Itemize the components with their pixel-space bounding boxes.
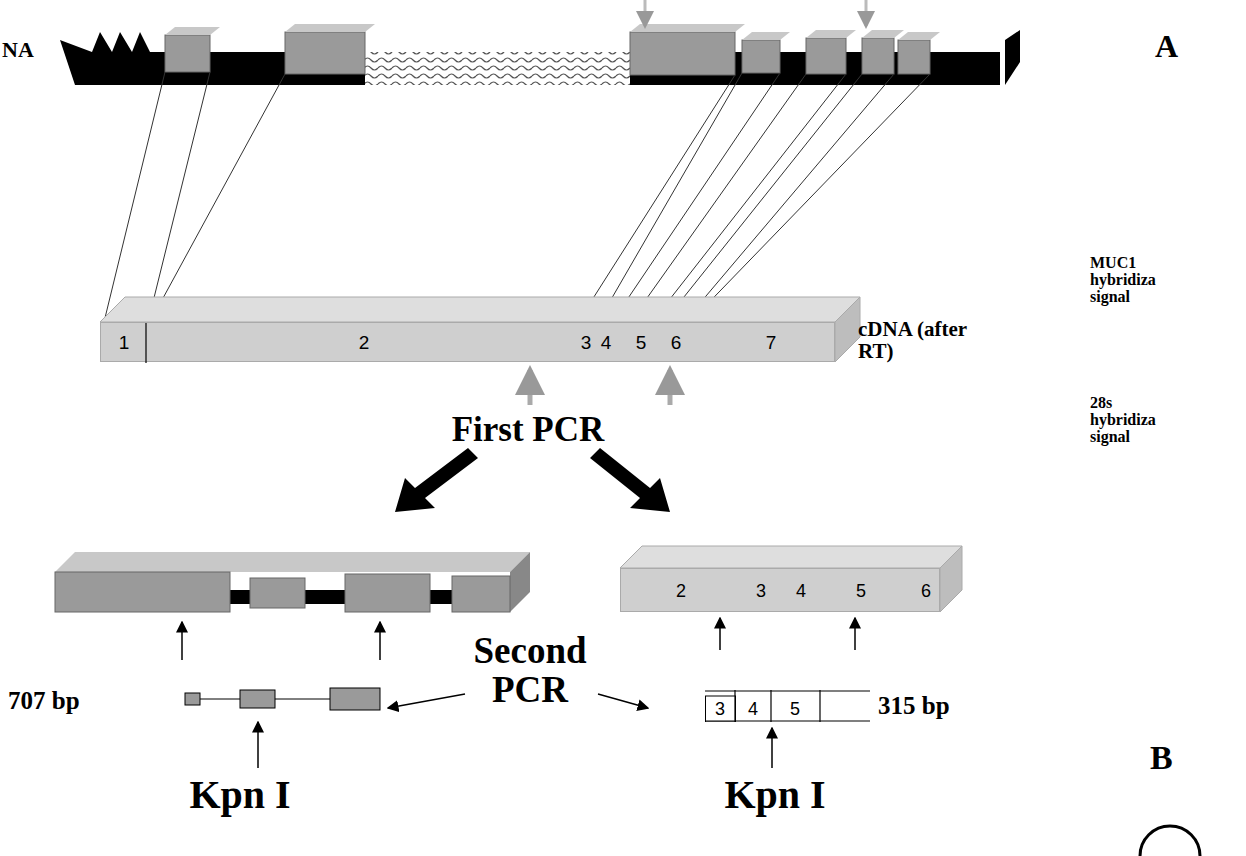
exon-number: 3	[715, 699, 725, 720]
exon-number: 4	[796, 581, 806, 602]
node-lines	[621, 569, 941, 613]
amplicon-box: 3 4 5	[705, 690, 870, 722]
bar-label: cDNA (after RT)	[858, 318, 973, 362]
exon-number: 2	[676, 581, 686, 602]
enzyme-label: Kpn I	[724, 774, 825, 816]
exon-number: 3	[581, 332, 592, 354]
exon-number: 1	[119, 332, 130, 354]
exon-number: 7	[766, 332, 777, 354]
exon-number: 5	[856, 581, 866, 602]
exon-number: 4	[601, 332, 612, 354]
cdna-bar: 1 2 34 5 6 7	[100, 322, 835, 362]
figure-label: NA	[2, 38, 34, 61]
exon-number: 3	[756, 581, 766, 602]
signal-label: MUC1 hybridiza signal	[1090, 255, 1156, 305]
exon-number: 2	[359, 332, 370, 354]
exon-number: 6	[921, 581, 931, 602]
node-lines	[705, 690, 870, 722]
exon-number: 5	[636, 332, 647, 354]
step-label: Second PCR	[473, 632, 586, 710]
size-label: 315 bp	[878, 693, 950, 719]
exon-number: 6	[671, 332, 682, 354]
exon-number: 4	[748, 699, 758, 720]
panel-letter: B	[1150, 740, 1173, 776]
panel-letter: A	[1155, 30, 1178, 64]
signal-label: 28s hybridiza signal	[1090, 395, 1156, 445]
pcr-product-bar: 2 3 4 5 6	[620, 568, 940, 612]
size-label: 707 bp	[8, 688, 80, 714]
step-label: First PCR	[452, 412, 605, 449]
enzyme-label: Kpn I	[189, 774, 290, 816]
exon-number: 5	[790, 699, 800, 720]
node-lines	[101, 323, 836, 363]
